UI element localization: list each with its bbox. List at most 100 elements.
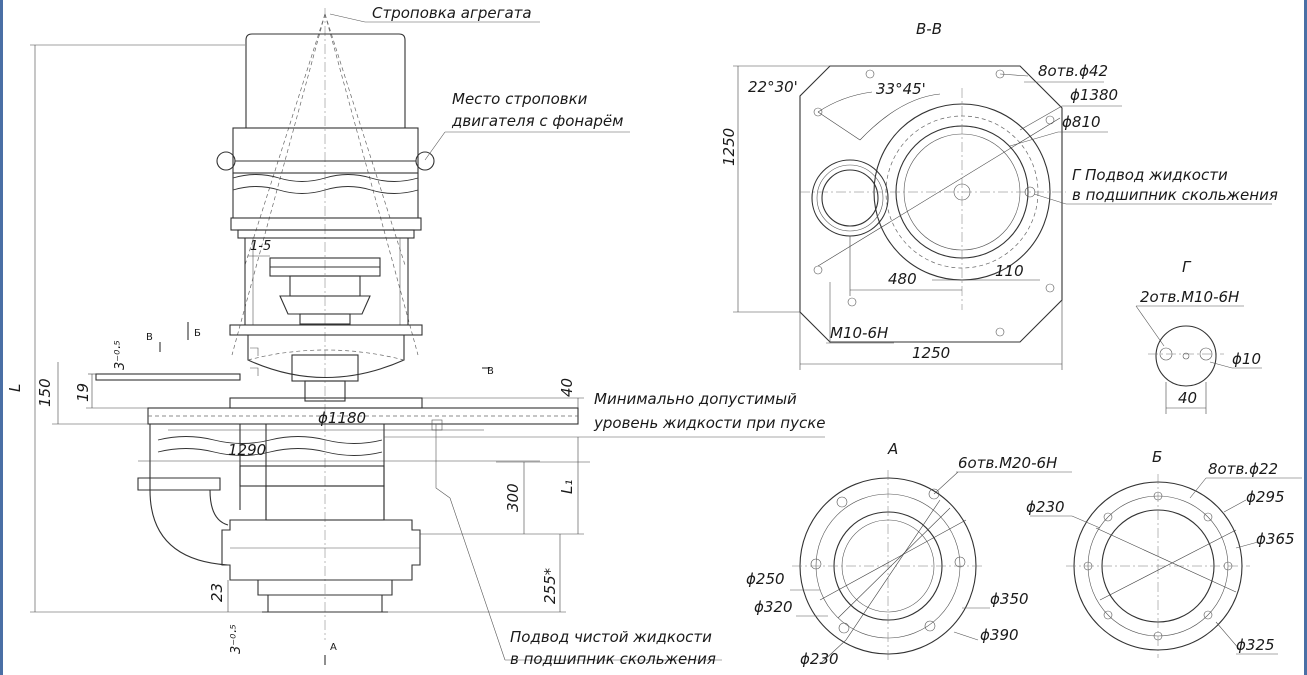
dim-tol-top: 3⁻⁰·⁵	[113, 340, 128, 370]
view-a-hole-2	[954, 556, 966, 568]
motor-body	[232, 127, 419, 174]
view-b-hole-4	[1203, 610, 1213, 620]
lantern-top-flange-2	[237, 229, 415, 239]
note-motor-1: Место строповки	[452, 90, 588, 108]
dim-1180: ϕ1180	[318, 409, 366, 427]
shaft-seal	[299, 313, 351, 325]
lifting-eye-right	[415, 151, 435, 171]
bb-hole-4	[1045, 115, 1055, 125]
dim-L: L	[6, 384, 24, 392]
view-a: А 6отв.М20-6Н ϕ250 ϕ320 ϕ230	[746, 440, 1072, 668]
bb-angle-2: 33°45'	[876, 80, 926, 98]
supply-fitting	[431, 419, 443, 431]
bb-angle-arc-2	[859, 93, 941, 141]
dim-300: 300	[504, 483, 522, 512]
view-g-leader	[1135, 305, 1165, 347]
view-a-hole-5	[810, 558, 822, 570]
view-a-390-shelf	[953, 631, 979, 641]
bb-angle-ray	[817, 111, 861, 141]
view-b-hole-6	[1103, 610, 1113, 620]
bb-hole-7	[847, 297, 857, 307]
lantern-mark-l	[250, 347, 259, 356]
note-clean-liquid-2: в подшипник скольжения	[510, 650, 716, 668]
rope-right-outer	[324, 13, 419, 356]
lantern-bottom-bowl	[247, 335, 405, 378]
note-min-level-1: Минимально допустимый	[594, 390, 797, 408]
bb-thread: M10-6H	[830, 324, 888, 342]
lantern-bottom-flange	[229, 324, 423, 336]
bb-hole-2	[865, 69, 875, 79]
bb-hole-5	[1045, 283, 1055, 293]
note-min-level-2: уровень жидкости при пуске	[593, 414, 826, 432]
view-b-diam-2	[1099, 529, 1237, 601]
leader-clean-liquid	[449, 497, 506, 661]
bb-g-note-1: Г Подвод жидкости	[1072, 166, 1228, 184]
view-a-diam-2	[837, 507, 951, 619]
rope-left-outer	[231, 13, 326, 356]
motor-top	[245, 33, 406, 129]
bb-angle-1: 22°30'	[748, 78, 798, 96]
motor-break-1	[232, 174, 419, 182]
supply-pipe	[435, 424, 451, 499]
marker-v-right: В	[487, 366, 494, 377]
view-b-hole-2	[1203, 512, 1213, 522]
bb-1380-leader	[1019, 105, 1063, 131]
col-break-1b	[269, 436, 383, 444]
marker-b-top: Б	[194, 328, 201, 339]
sheet-frame-left	[0, 0, 3, 675]
bb-discharge-outer	[811, 159, 889, 237]
support-plate	[95, 373, 241, 381]
sheet-frame-right	[1304, 0, 1307, 675]
view-a-hole-3	[924, 620, 936, 632]
dim-1290: 1290	[228, 441, 266, 459]
view-b-295: ϕ295	[1246, 488, 1285, 506]
view-a-390: ϕ390	[980, 626, 1019, 644]
bb-hole-6	[995, 327, 1005, 337]
lantern-bottom-hidden	[247, 349, 405, 361]
dim-tol-bottom: 3⁻⁰·⁵	[229, 624, 244, 654]
note-motor-2: двигателя с фонарём	[451, 112, 623, 130]
col-break-2	[157, 448, 271, 456]
elbow-outer	[149, 489, 229, 566]
view-g: Г 2отв.М10-6Н ϕ10 40	[1135, 258, 1262, 414]
bb-810: ϕ810	[1062, 113, 1101, 131]
bb-angle-arc-1	[817, 91, 873, 113]
lantern-mark-l2	[250, 367, 259, 376]
view-g-d10: ϕ10	[1232, 350, 1261, 368]
bb-discharge-inner	[821, 169, 879, 227]
view-a-230-leader	[819, 639, 847, 665]
dim-gap: 1-5	[250, 239, 271, 254]
view-b-230: ϕ230	[1026, 498, 1065, 516]
bb-g-note-2: в подшипник скольжения	[1072, 186, 1278, 204]
view-a-diam-3	[845, 499, 941, 641]
view-b-325-leader	[1215, 621, 1241, 651]
bb-1250-h: 1250	[912, 344, 950, 362]
section-bb-view: В-В	[720, 20, 1278, 370]
bb-1250-v: 1250	[720, 128, 738, 166]
bb-hole-8	[813, 265, 823, 275]
pump-casing	[221, 519, 421, 581]
view-g-boss	[1155, 325, 1217, 387]
view-g-center	[1182, 352, 1190, 360]
rope-right	[324, 13, 406, 266]
view-b-hole-8	[1103, 512, 1113, 522]
dim-19: 19	[74, 383, 92, 402]
view-a-diam-1	[819, 519, 967, 601]
view-b-325: ϕ325	[1236, 636, 1275, 654]
view-a-holes: 6отв.М20-6Н	[958, 454, 1057, 472]
elbow-inner	[209, 489, 229, 526]
view-b-diam-1	[1095, 527, 1237, 593]
bb-1380: ϕ1380	[1070, 86, 1118, 104]
view-g-holes: 2отв.М10-6Н	[1140, 288, 1239, 306]
column-flange	[239, 465, 385, 487]
marker-a-bottom: А	[330, 642, 337, 653]
dim-40: 40	[558, 378, 576, 397]
leader-lifting-unit	[329, 13, 366, 23]
bb-holes-leader	[999, 73, 1029, 77]
leader-motor	[424, 131, 446, 161]
title-view-a: А	[887, 440, 898, 458]
title-view-g: Г	[1182, 258, 1192, 276]
view-g-40: 40	[1178, 389, 1197, 407]
